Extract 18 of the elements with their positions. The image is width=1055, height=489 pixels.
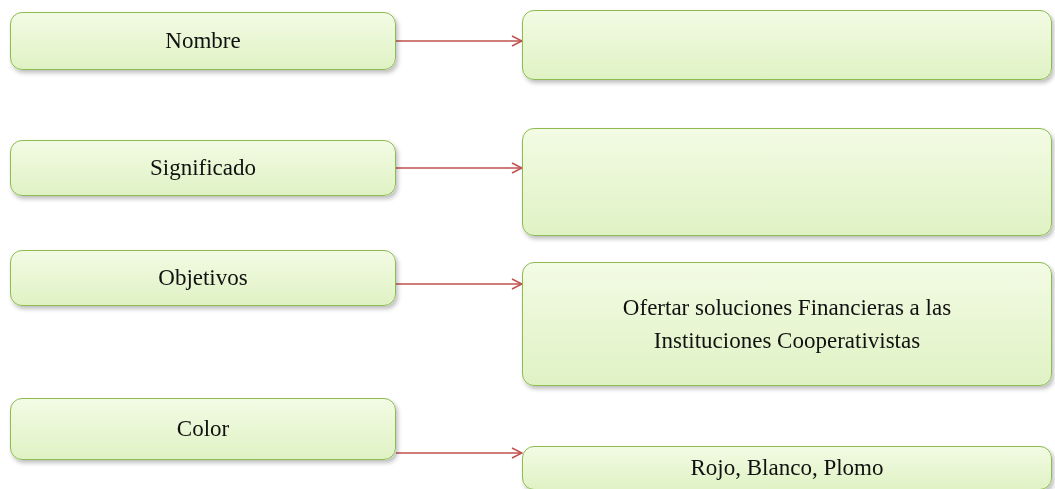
- process-box: [522, 262, 1052, 386]
- box-label: Color: [175, 415, 231, 444]
- arrow: [395, 162, 523, 174]
- box-label: Objetivos: [157, 264, 249, 293]
- arrow: [395, 447, 523, 459]
- box-label: Nombre: [164, 27, 242, 56]
- process-box: [10, 140, 396, 196]
- process-box: [522, 446, 1052, 489]
- arrow: [395, 278, 523, 290]
- process-box: [10, 398, 396, 460]
- box-label: Ofertar soluciones Financieras a las Instituciones Cooperativistas: [621, 293, 953, 355]
- empty-box: [522, 10, 1052, 80]
- box-label: Significado: [148, 154, 257, 183]
- box-label: Rojo, Blanco, Plomo: [689, 454, 885, 483]
- empty-box: [522, 128, 1052, 236]
- process-box: [10, 250, 396, 306]
- arrow: [395, 35, 523, 47]
- process-box: [10, 12, 396, 70]
